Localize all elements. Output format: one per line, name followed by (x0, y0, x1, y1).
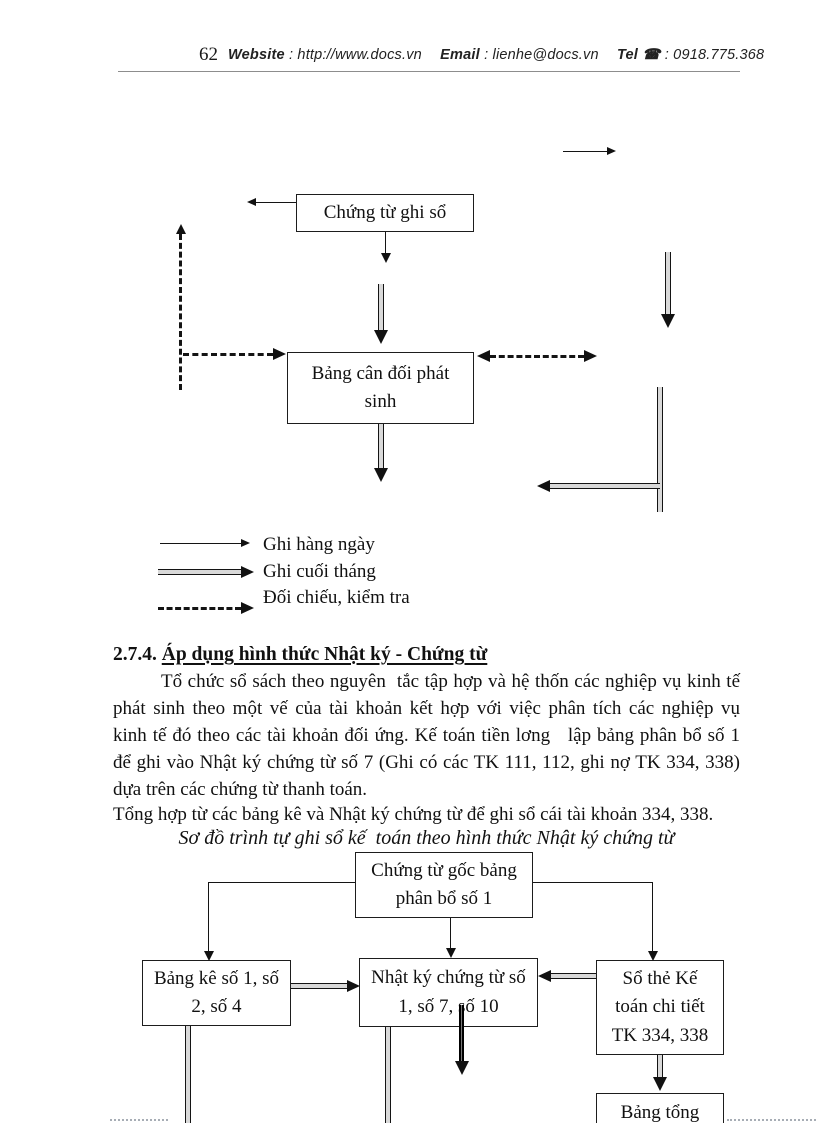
line-left-from-chung-tu (256, 202, 296, 203)
dashed-line-left-vertical (179, 234, 182, 390)
body-line: phát sinh theo một vế của tài khoản kết … (113, 698, 740, 719)
arrowhead-into-so-the (648, 951, 658, 961)
connector-top-to-left-h (208, 882, 355, 883)
legend-arrowhead-monthly (241, 566, 254, 578)
line-so-the-to-nhat-ky (551, 973, 596, 979)
email-label: Email (440, 47, 480, 63)
tel-label: Tel (616, 47, 638, 63)
dotted-fragment-left (110, 1119, 168, 1121)
box-so-the-ke-toan-label: Sổ thẻ Kế toán chi tiết TK 334, 338 (611, 967, 709, 1046)
box-bang-can-doi-phat-sinh: Bảng cân đối phát sinh (287, 352, 474, 424)
legend-label-check: Đối chiếu, kiểm tra (263, 587, 410, 608)
line-daily-top-right (563, 151, 607, 152)
line-down-daily-mid (385, 232, 386, 255)
box-bang-ke: Bảng kê số 1, số 2, số 4 (142, 960, 291, 1026)
arrowhead-down-monthly-below-box2 (374, 468, 388, 482)
body-line: Tổ chức sổ sách theo nguyên tắc tập hợp … (161, 671, 740, 692)
arrowhead-so-the-to-bang-tong (653, 1077, 667, 1091)
dashed-line-check-left (183, 353, 273, 356)
legend-arrowhead-check (241, 602, 254, 614)
section-number: 2.7.4. (113, 644, 157, 665)
box-so-the-ke-toan: Sổ thẻ Kế toán chi tiết TK 334, 338 (596, 960, 724, 1055)
page-number: 62 (199, 44, 218, 65)
connector-top-to-middle-v (450, 918, 451, 950)
phone-icon: ☎ (642, 47, 661, 63)
box-nhat-ky-chung-tu: Nhật ký chứng từ số 1, số 7, số 10 (359, 958, 538, 1027)
email-value: : lienhe@docs.vn (484, 47, 599, 63)
diagram2-caption: Sơ đồ trình tự ghi sổ kế toán theo hình … (178, 827, 675, 849)
line-monthly-leftward (549, 483, 660, 489)
arrowhead-check-right-inner (477, 350, 490, 362)
box-chung-tu-ghi-so-label: Chứng từ ghi sổ (323, 201, 447, 223)
line-down-from-nhat-ky (385, 1027, 391, 1123)
legend-line-daily (160, 543, 241, 544)
arrowhead-so-the-to-nhat-ky (538, 970, 551, 982)
box-chung-tu-goc: Chứng từ gốc bảng phân bổ số 1 (355, 852, 533, 918)
header-rule (118, 71, 740, 72)
box-bang-can-doi-label: Bảng cân đối phát sinh (311, 362, 450, 413)
section-heading: 2.7.4. Áp dụng hình thức Nhật ký - Chứng… (113, 641, 743, 668)
line-down-monthly-mid (378, 284, 384, 330)
box-chung-tu-goc-label: Chứng từ gốc bảng phân bổ số 1 (371, 859, 517, 910)
legend-label-monthly: Ghi cuối tháng (263, 561, 376, 582)
arrowhead-up-dashed-left (176, 224, 186, 234)
arrowhead-monthly-leftward (537, 480, 550, 492)
dotted-fragment-right (727, 1119, 816, 1121)
line-down-from-bang-ke (185, 1026, 191, 1123)
arrowhead-left-from-chung-tu (247, 198, 256, 206)
box-nhat-ky-chung-tu-label: Nhật ký chứng từ số 1, số 7, số 10 (371, 967, 526, 1017)
header-contact: Website : http://www.docs.vn Email : lie… (228, 47, 764, 63)
tel-value: : 0918.775.368 (664, 47, 765, 63)
arrowhead-check-right-outer (584, 350, 597, 362)
connector-top-to-right-h (533, 882, 653, 883)
arrowhead-down-bold-from-nhat-ky (455, 1061, 469, 1075)
box-bang-ke-label: Bảng kê số 1, số 2, số 4 (153, 967, 280, 1018)
arrowhead-into-bang-ke (204, 951, 214, 961)
line-down-monthly-right (665, 252, 671, 314)
line-bang-ke-to-nhat-ky (291, 983, 348, 989)
body-line: kinh tế đó theo các tài khoản đối ứng. K… (113, 725, 740, 746)
box-bang-tong: Bảng tổng (596, 1093, 724, 1123)
arrowhead-down-monthly-mid (374, 330, 388, 344)
dashed-line-check-right (490, 355, 584, 358)
body-line: dựa trên các chứng từ thanh toán. (113, 779, 368, 800)
arrowhead-bang-ke-to-nhat-ky (347, 980, 360, 992)
legend-line-monthly (158, 569, 241, 575)
arrowhead-down-daily-mid (381, 253, 391, 263)
arrowhead-down-monthly-right (661, 314, 675, 328)
line-vertical-monthly-right-lower (657, 387, 663, 512)
section-title: Áp dụng hình thức Nhật ký - Chứng từ (161, 644, 488, 665)
box-bang-tong-label: Bảng tổng (620, 1102, 700, 1123)
body-line: Tổng hợp từ các bảng kê và Nhật ký chứng… (113, 804, 714, 825)
legend-line-check (158, 607, 241, 610)
arrowhead-check-left (273, 348, 286, 360)
line-down-monthly-below-box2 (378, 424, 384, 468)
arrowhead-into-nhat-ky (446, 948, 456, 958)
line-down-bold-from-nhat-ky (459, 1005, 464, 1062)
line-so-the-to-bang-tong (657, 1055, 663, 1078)
legend-label-daily: Ghi hàng ngày (263, 534, 375, 555)
website-value: : http://www.docs.vn (288, 47, 422, 63)
website-label: Website (228, 47, 285, 63)
arrowhead-daily-top-right (607, 147, 616, 155)
box-chung-tu-ghi-so: Chứng từ ghi sổ (296, 194, 474, 232)
body-line: để ghi vào Nhật ký chứng từ số 7 (Ghi có… (113, 752, 740, 773)
connector-top-to-left-v (208, 882, 209, 953)
connector-top-to-right-v (652, 882, 653, 953)
legend-arrowhead-daily (241, 539, 250, 547)
